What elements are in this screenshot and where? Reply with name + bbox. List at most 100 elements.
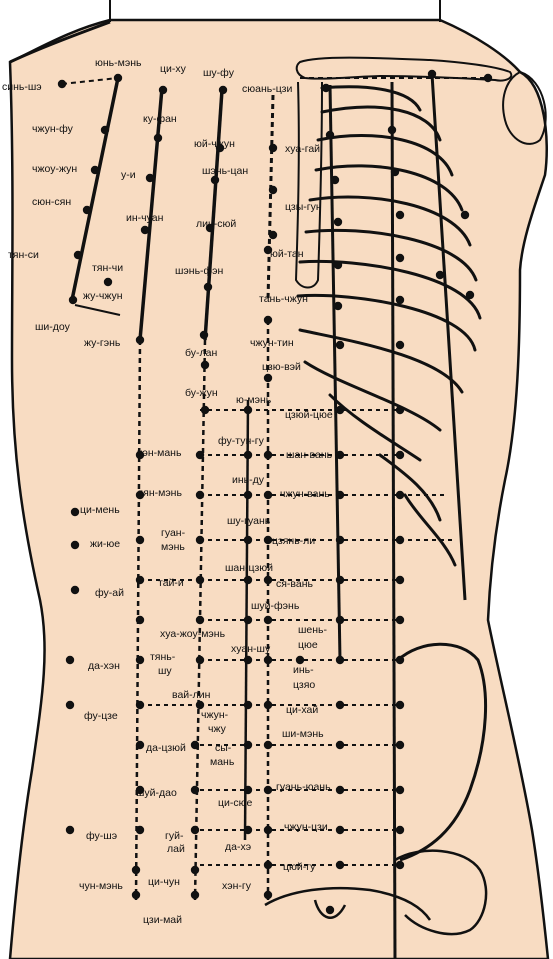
acupoint-dot [73, 250, 83, 260]
label-tian-1: тянь- [150, 651, 176, 663]
acupoint-dot [395, 450, 405, 460]
label-zhun-2: чжу [208, 723, 227, 735]
acupoint-dot [243, 615, 253, 625]
acupoint-dot [395, 740, 405, 750]
label-fu-tsze: фу-цзе [84, 710, 118, 722]
acupoint-dot [263, 575, 273, 585]
label-zhun-tszi: чжун-цзи [284, 821, 328, 833]
acupoint-dot [395, 700, 405, 710]
acupoint-dot [335, 490, 345, 500]
acupoint-dot [190, 825, 200, 835]
lung-connector [61, 77, 119, 85]
acupoint-dot [263, 860, 273, 870]
pubic-arch [264, 886, 432, 921]
label-guy-2: лай [167, 843, 185, 855]
acupoint-dot [268, 185, 278, 195]
label-guy-1: гуй- [165, 830, 184, 842]
acupoint-dot [243, 655, 253, 665]
acupoint-dot [135, 535, 145, 545]
acupoint-dot [243, 490, 253, 500]
acupoint-dot [395, 860, 405, 870]
acupoint-dot [330, 175, 340, 185]
acupoint-dot [263, 450, 273, 460]
kidney-meridian-upper [203, 89, 224, 341]
acupoint-dot [335, 700, 345, 710]
acupoint-dot [243, 785, 253, 795]
label-sy-2: мань [210, 756, 235, 768]
lung-lower [74, 304, 121, 316]
acupoint-dot [243, 535, 253, 545]
acupoint-dot [218, 85, 228, 95]
label-qi-chun: ци-чун [148, 876, 180, 888]
label-guan-1: гуан- [161, 527, 186, 539]
acupoint-dot [205, 223, 215, 233]
acupoint-dot [390, 167, 400, 177]
shoulder-line-left [9, 20, 111, 64]
label-fu-she: фу-шэ [86, 830, 117, 842]
stomach-meridian-upper [138, 87, 164, 341]
label-hua-zhou-men: хуа-жоу-мэнь [160, 628, 226, 640]
acupoint-dot [263, 785, 273, 795]
torso-silhouette [8, 18, 550, 959]
acupoint-dot [395, 655, 405, 665]
label-zhu-gen: жу-гэнь [84, 337, 121, 349]
acupoint-dot [263, 700, 273, 710]
label-syuan-tszi: сюань-цзи [242, 83, 292, 95]
label-zhun-tin: чжун-тин [250, 337, 294, 349]
label-in-2: цзяо [293, 679, 315, 691]
acupoint-dot [263, 315, 273, 325]
acupoint-dot [395, 615, 405, 625]
acupoint-dot [335, 575, 345, 585]
acupoint-dot [335, 450, 345, 460]
label-shen-tsan: шэнь-цан [202, 165, 248, 177]
acupoint-markers [57, 69, 493, 915]
label-fu-tun-gu: фу-тун-гу [218, 435, 265, 447]
acupoint-dot [335, 740, 345, 750]
acupoint-dot [335, 785, 345, 795]
acupoint-dot [90, 165, 100, 175]
label-qi-hu: ци-ху [160, 63, 187, 75]
acupoint-dot [153, 133, 163, 143]
acupoint-dot [335, 860, 345, 870]
label-sy-1: сы- [215, 742, 232, 754]
acupoint-dot [427, 69, 437, 79]
label-chun-men: чун-мэнь [79, 880, 123, 892]
acupoint-dot [263, 890, 273, 900]
label-tszyan-li: цзянь-ли [272, 535, 315, 547]
clavicle [295, 56, 513, 82]
label-shen-fen: шэнь-фэн [175, 265, 224, 277]
acupoint-dot [195, 615, 205, 625]
acupoint-dot [395, 825, 405, 835]
acupoint-dot [333, 217, 343, 227]
acupoint-dot [190, 865, 200, 875]
acupoint-dot [395, 405, 405, 415]
label-tszy-gun: цзы-гун [285, 201, 322, 213]
acupoint-dot [195, 535, 205, 545]
acupoint-dot [268, 143, 278, 153]
acupoint-dot [65, 825, 75, 835]
label-yuy-tan: юй-тан [270, 248, 304, 260]
label-da-tszyuy: да-цзюй [146, 742, 186, 754]
label-tszyuy-tszyue: цзюй-цюе [285, 409, 333, 421]
label-shuy-dao: шуй-дао [136, 787, 177, 799]
acupoint-dot [140, 225, 150, 235]
acupoint-dot [135, 700, 145, 710]
acupoint-dot [135, 615, 145, 625]
acupoint-dot [395, 253, 405, 263]
acupoint-dot [268, 230, 278, 240]
acupoint-dot [243, 450, 253, 460]
label-fu-ai: фу-ай [95, 587, 124, 599]
acupoint-dot [335, 405, 345, 415]
acupoint-dot [395, 490, 405, 500]
acupoint-dot [325, 130, 335, 140]
acupoint-dot [395, 575, 405, 585]
acupoint-dot [145, 173, 155, 183]
label-shu-guan: шу-гуань [227, 515, 271, 527]
label-yun-men: юнь-мэнь [95, 57, 142, 69]
acupoint-dot [195, 575, 205, 585]
acupoint-dot [465, 290, 475, 300]
acupoint-dot [395, 210, 405, 220]
label-zhong-fu: чжун-фу [32, 123, 74, 135]
acupoint-dot [68, 295, 78, 305]
acupoint-dot [333, 260, 343, 270]
